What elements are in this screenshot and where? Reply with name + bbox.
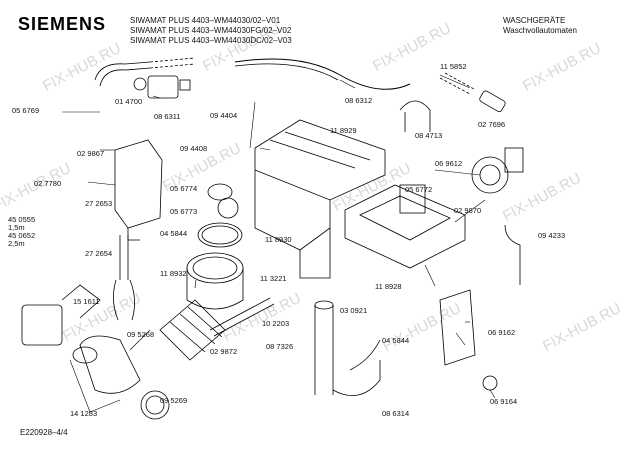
- part-number-label: 02 9870: [454, 206, 482, 215]
- hose-27-2653: [119, 235, 129, 280]
- dispenser-housing: [254, 119, 386, 201]
- softener-tank: [114, 139, 163, 229]
- category-subtitle: Waschvollautomaten: [503, 26, 577, 35]
- part-number-group: 45 0555 1,5m 45 0652 2,5m: [8, 216, 48, 248]
- pressure-switch: [471, 156, 509, 194]
- part-number-label: 03 0921: [340, 306, 368, 315]
- part-number-label: 09 4408: [180, 144, 208, 153]
- part-number-label: 04 5844: [160, 229, 188, 238]
- inlet-valve: [147, 75, 179, 99]
- part-number-label: 02 9872: [210, 347, 238, 356]
- part-number-label: 11 8932: [160, 269, 187, 278]
- category: WASCHGERÄTE Waschvollautomaten: [503, 16, 577, 36]
- part-number-label: 02 9867: [77, 149, 105, 158]
- part-number-label: 02 7696: [478, 120, 506, 129]
- part-number-label: 09 4233: [538, 231, 566, 240]
- clamp-ring: [197, 222, 243, 248]
- drain-pump: [79, 335, 141, 394]
- part-number-label: 11 3221: [260, 274, 287, 283]
- sump-hose: [186, 252, 244, 284]
- part-number-label: 10 2203: [262, 319, 290, 328]
- hose-09-4233: [504, 224, 521, 285]
- pump-motor: [21, 304, 63, 346]
- part-number-label: 09 4404: [210, 111, 238, 120]
- document-id: E220928–4/4: [20, 428, 68, 437]
- part-number-label: 05 6769: [12, 106, 40, 115]
- part-number-label: 06 9162: [488, 328, 516, 337]
- part-number-label: 11 8930: [265, 235, 292, 244]
- part-number-label: 08 6314: [382, 409, 410, 418]
- drain-hose-long: [234, 58, 411, 90]
- part-number-label: 06 9164: [490, 397, 518, 406]
- part-number-label: 01 4700: [115, 97, 143, 106]
- ball-valve: [217, 197, 239, 219]
- part-number-label: 08 6311: [154, 112, 181, 121]
- part-number-label: 05 6774: [170, 184, 198, 193]
- part-number-label: 08 6312: [345, 96, 373, 105]
- part-number-label: 14 1283: [70, 409, 98, 418]
- part-number-label: 05 6773: [170, 207, 198, 216]
- model-line: SIWAMAT PLUS 4403–WM44030/02–V01: [130, 16, 281, 25]
- elbow-hose: [332, 360, 381, 397]
- category-title: WASCHGERÄTE: [503, 16, 566, 25]
- seal-ring: [207, 183, 233, 201]
- grommet: [482, 375, 498, 391]
- part-number-label: 05 6772: [405, 185, 433, 194]
- model-list: SIWAMAT PLUS 4403–WM44030/02–V01 SIWAMAT…: [130, 16, 292, 46]
- detergent-drawer: [344, 184, 466, 269]
- part-number-label: 06 9612: [435, 159, 463, 168]
- drain-pipe: [314, 305, 334, 395]
- part-number-label: 11 8928: [375, 282, 402, 291]
- part-number-label: 15 1611: [73, 297, 100, 306]
- part-number-label: 11 5852: [440, 62, 467, 71]
- part-length-label: 2,5m: [8, 239, 25, 248]
- part-number-label: 45 0555: [8, 215, 36, 224]
- pump-filter: [140, 390, 170, 420]
- part-number-label: 04 5844: [382, 336, 410, 345]
- part-number-label: 09 5268: [127, 330, 155, 339]
- model-line: SIWAMAT PLUS 4403–WM44030FG/02–V02: [130, 26, 292, 35]
- model-line: SIWAMAT PLUS 4403–WM44030DC/02–V03: [130, 36, 292, 45]
- part-number-label: 27 2654: [85, 249, 113, 258]
- part-number-label: 45 0652: [8, 231, 36, 240]
- inlet-hose: [94, 61, 151, 81]
- part-number-label: 11 8929: [330, 126, 357, 135]
- mount-bracket: [439, 289, 476, 366]
- brand-logo: SIEMENS: [18, 14, 107, 34]
- part-number-label: 08 7326: [266, 342, 294, 351]
- part-length-label: 1,5m: [8, 223, 25, 232]
- connector-sleeve: [479, 90, 506, 112]
- part-number-label: 02 7780: [34, 179, 62, 188]
- part-number-label: 09 5269: [160, 396, 188, 405]
- part-number-label: 08 4713: [415, 131, 443, 140]
- hose-coil: [439, 72, 475, 95]
- hose-bracket: [399, 100, 431, 132]
- part-number-label: 27 2653: [85, 199, 113, 208]
- pump-seal: [72, 346, 98, 364]
- shaft: [209, 297, 275, 337]
